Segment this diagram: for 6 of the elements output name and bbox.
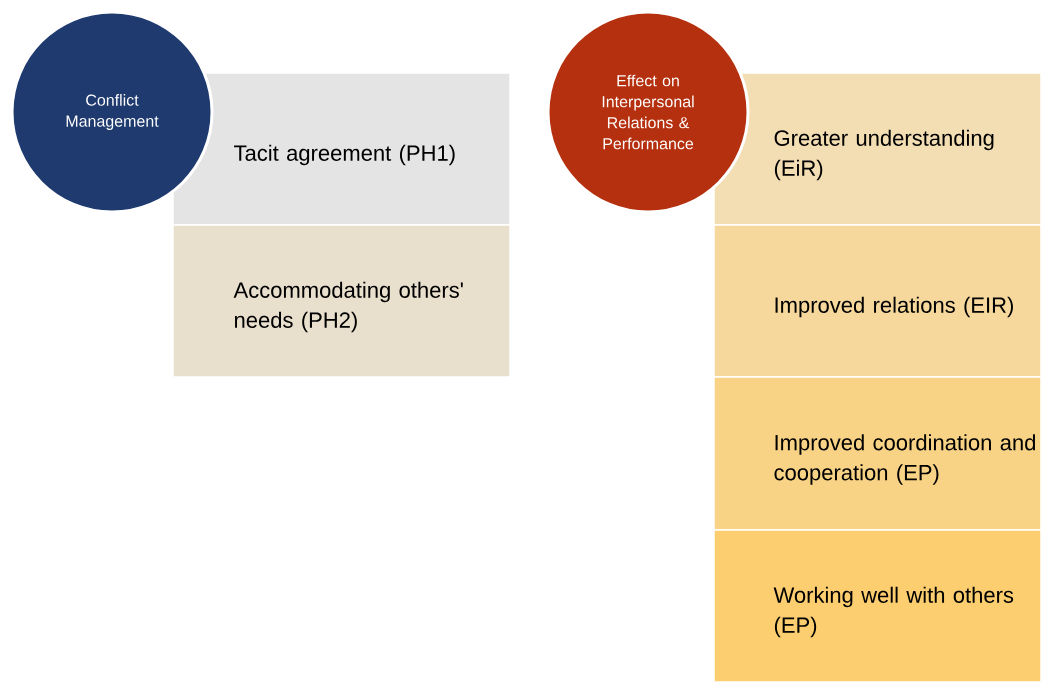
text-box: Improved coordination and cooperation (EP) <box>713 376 1041 531</box>
text-box: Greater understanding (EiR) <box>713 72 1041 226</box>
text-box: Accommodating others' needs (PH2) <box>172 224 511 378</box>
text-box: Tacit agreement (PH1) <box>172 72 511 226</box>
text-box: Improved relations (EIR) <box>713 224 1041 378</box>
text-box: Working well with others (EP) <box>713 529 1041 682</box>
